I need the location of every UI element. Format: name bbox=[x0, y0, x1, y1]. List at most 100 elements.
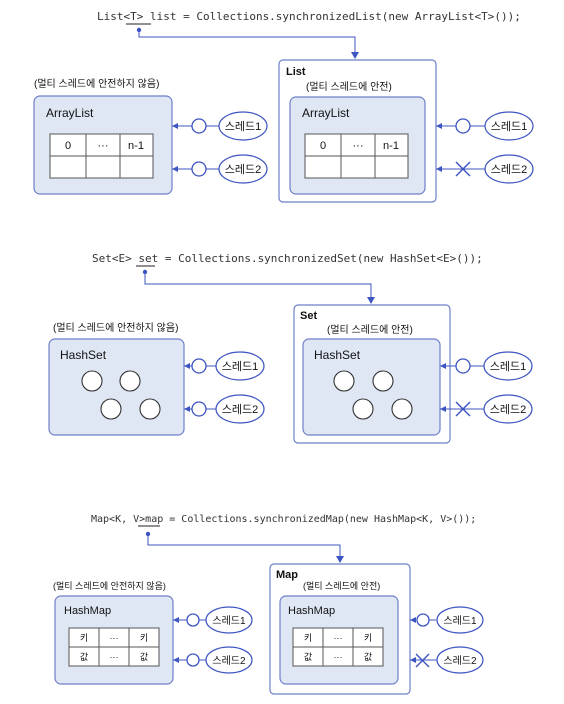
panel-title: HashSet bbox=[314, 348, 361, 362]
granted-access-circle bbox=[455, 358, 471, 374]
cell-label: 값 bbox=[80, 651, 88, 662]
panel-title: HashMap bbox=[64, 605, 111, 617]
list-wrapper-frame bbox=[278, 59, 437, 203]
arrowhead-left bbox=[410, 617, 416, 623]
cell-label: ··· bbox=[353, 140, 364, 152]
lock-free-access-circle bbox=[191, 358, 207, 374]
set-element bbox=[391, 398, 413, 420]
arrowhead-down bbox=[367, 297, 375, 304]
set-wrapper-frame bbox=[293, 304, 451, 444]
cell-label: 값 bbox=[364, 651, 372, 662]
thread-label: 스레드2 bbox=[222, 403, 258, 416]
map-wrapper-frame bbox=[269, 563, 411, 695]
arrowhead-left bbox=[184, 363, 190, 369]
arrowhead-down bbox=[351, 52, 359, 59]
thread-label: 스레드1 bbox=[490, 360, 526, 373]
table-cell bbox=[49, 155, 87, 179]
thread-label: 스레드2 bbox=[491, 163, 527, 176]
table-cell bbox=[119, 155, 154, 179]
section-set: Set<E> set = Collections.synchronizedSet… bbox=[48, 252, 533, 444]
thread-label: 스레드1 bbox=[491, 120, 527, 133]
arrowhead-left bbox=[173, 617, 179, 623]
lock-free-access-circle bbox=[191, 118, 207, 134]
thread-ellipse bbox=[483, 351, 533, 381]
arrowhead-left bbox=[440, 363, 446, 369]
thread-label: 스레드2 bbox=[225, 163, 261, 176]
panel-title: HashMap bbox=[288, 605, 335, 617]
unsafe-caption: (멀티 스레드에 안전하지 않음) bbox=[53, 580, 166, 591]
arrowhead-left bbox=[172, 123, 178, 129]
lock-free-access-circle bbox=[186, 653, 200, 667]
thread-ellipse bbox=[205, 646, 253, 674]
array-table: 0 ··· n-1 bbox=[49, 133, 154, 179]
arrowhead-left bbox=[184, 406, 190, 412]
cell-label: 키 bbox=[80, 633, 88, 643]
thread-ellipse bbox=[483, 394, 533, 424]
cell-label: ··· bbox=[110, 633, 119, 643]
blocked-cross-icon bbox=[415, 653, 430, 668]
thread-label: 스레드2 bbox=[212, 655, 246, 667]
thread-ellipse bbox=[436, 646, 484, 674]
code-line-list: List<T> list = Collections.synchronizedL… bbox=[97, 10, 521, 23]
code-line-map: Map<K, V>map = Collections.synchronizedM… bbox=[91, 514, 476, 525]
panel-title: ArrayList bbox=[46, 106, 94, 120]
connector-line bbox=[138, 30, 356, 52]
arrowhead-left bbox=[436, 123, 442, 129]
map-table: 키 ··· 키 값 ··· 값 bbox=[292, 627, 384, 667]
cell-label: ··· bbox=[334, 652, 343, 662]
thread-label: 스레드1 bbox=[225, 120, 261, 133]
wrapper-title: List bbox=[286, 66, 306, 78]
set-element bbox=[333, 370, 355, 392]
thread-ellipse bbox=[218, 154, 268, 184]
table-cell bbox=[352, 646, 384, 667]
thread-label: 스레드2 bbox=[443, 655, 477, 667]
cell-label: ··· bbox=[110, 652, 119, 662]
wrapper-title: Map bbox=[276, 569, 298, 581]
set-element bbox=[372, 370, 394, 392]
unsafe-caption: (멀티 스레드에 안전하지 않음) bbox=[53, 321, 178, 334]
cell-label: 키 bbox=[304, 633, 312, 643]
thread-label: 스레드1 bbox=[212, 615, 246, 627]
thread-label: 스레드2 bbox=[490, 403, 526, 416]
arrowhead-left bbox=[173, 657, 179, 663]
set-element bbox=[81, 370, 103, 392]
set-element bbox=[100, 398, 122, 420]
unsafe-caption: (멀티 스레드에 안전하지 않음) bbox=[34, 77, 159, 90]
table-cell bbox=[304, 155, 342, 179]
section-list: List<T> list = Collections.synchronizedL… bbox=[33, 10, 534, 203]
panel-title: HashSet bbox=[60, 348, 107, 362]
table-cell bbox=[340, 155, 376, 179]
section-map: Map<K, V>map = Collections.synchronizedM… bbox=[53, 514, 484, 695]
granted-access-circle bbox=[416, 613, 430, 627]
cell-label: 키 bbox=[140, 633, 148, 643]
table-cell bbox=[128, 646, 160, 667]
cell-label: ··· bbox=[98, 140, 109, 152]
arrowhead-left bbox=[172, 166, 178, 172]
arrowhead-down bbox=[336, 556, 344, 563]
safe-caption: (멀티 스레드에 안전) bbox=[303, 580, 380, 591]
arrowhead-left bbox=[410, 657, 416, 663]
set-element bbox=[119, 370, 141, 392]
thread-ellipse bbox=[215, 351, 265, 381]
lock-free-access-circle bbox=[186, 613, 200, 627]
code-line-set: Set<E> set = Collections.synchronizedSet… bbox=[92, 252, 483, 265]
thread-label: 스레드1 bbox=[443, 615, 477, 627]
arrowhead-left bbox=[440, 406, 446, 412]
connector-line bbox=[144, 272, 372, 297]
thread-label: 스레드1 bbox=[222, 360, 258, 373]
cell-label: 값 bbox=[140, 651, 148, 662]
wrapper-title: Set bbox=[300, 310, 317, 322]
thread-ellipse bbox=[205, 606, 253, 634]
lock-free-access-circle bbox=[191, 161, 207, 177]
cell-label: ··· bbox=[334, 633, 343, 643]
blocked-cross-icon bbox=[455, 161, 471, 177]
set-element bbox=[352, 398, 374, 420]
table-cell bbox=[85, 155, 121, 179]
thread-ellipse bbox=[436, 606, 484, 634]
cell-label: 값 bbox=[304, 651, 312, 662]
thread-ellipse bbox=[215, 394, 265, 424]
arrowhead-left bbox=[436, 166, 442, 172]
cell-label: n-1 bbox=[128, 140, 144, 152]
granted-access-circle bbox=[455, 118, 471, 134]
